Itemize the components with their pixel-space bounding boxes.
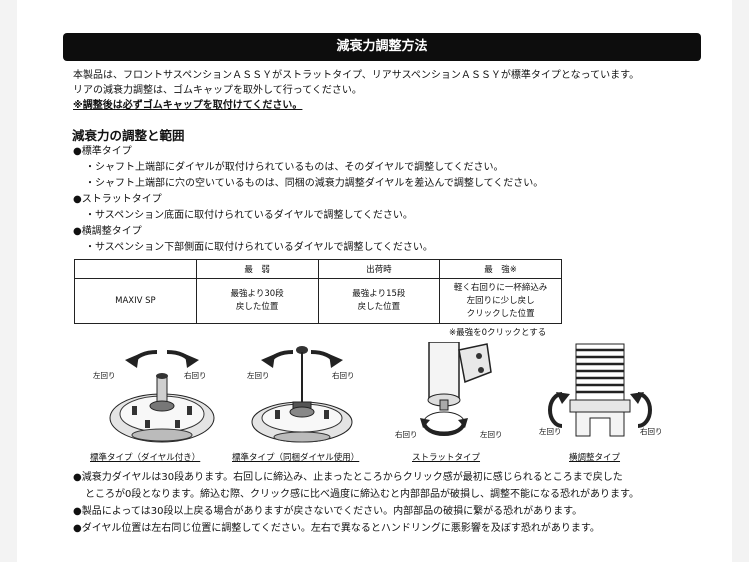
caution-note: ●減衰力ダイヤルは30段あります。右回しに締込み、止まったところからクリック感が… <box>73 472 623 483</box>
caution-note: ●製品によっては30段以上戻る場合がありますが戻さないでください。内部部品の破損… <box>73 506 583 517</box>
standard-dial-figure <box>109 350 215 443</box>
cell-line: 戻した位置 <box>235 302 279 312</box>
figure-caption: 横調整タイプ <box>569 453 621 463</box>
type-description: ・サスペンション底面に取付けられているダイヤルで調整してください。 <box>85 210 413 221</box>
type-heading-strut: ●ストラットタイプ <box>73 194 162 205</box>
left-turn-label: 左回り <box>539 427 562 436</box>
lateral-figure <box>548 343 652 437</box>
cell-line: 最強より30段 <box>230 289 284 299</box>
right-turn-label: 右回り <box>640 427 663 436</box>
figure-caption: ストラットタイプ <box>412 453 481 463</box>
strut-figure <box>420 342 492 436</box>
caution-notes: ●減衰力ダイヤルは30段あります。右回しに締込み、止まったところからクリック感が… <box>73 469 639 537</box>
page-title: 減衰力調整方法 <box>63 33 701 61</box>
intro-line: リアの減衰力調整は、ゴムキャップを取外して行ってください。 <box>73 85 362 96</box>
table-note: ※最強を0クリックとする <box>449 328 547 338</box>
type-heading-standard: ●標準タイプ <box>73 146 132 157</box>
cell-line: クリックした位置 <box>466 308 535 319</box>
intro-text: 本製品は、フロントサスペンションＡＳＳＹがストラットタイプ、リアサスペンションＡ… <box>73 68 639 113</box>
table-cell-weakest: 最強より30段 戻した位置 <box>195 278 319 324</box>
cell-line: 軽く右回りに一杯締込み <box>453 282 548 293</box>
left-turn-label: 左回り <box>93 371 116 380</box>
right-turn-label: 右回り <box>184 371 207 380</box>
cell-line: 戻した位置 <box>357 302 401 312</box>
type-heading-lateral: ●横調整タイプ <box>73 226 142 237</box>
figure-caption: 標準タイプ（ダイヤル付き） <box>90 453 201 463</box>
table-cell-strongest: 軽く右回りに一杯締込み 左回りに少し戻し クリックした位置 <box>439 278 562 324</box>
table-header: 最 強※ <box>439 259 562 279</box>
table-header: 出荷時 <box>317 259 441 279</box>
caution-note: ところが0段となります。締込む際、クリック感に比べ過度に締込むと内部部品が破損し… <box>85 489 640 500</box>
right-turn-label: 右回り <box>395 430 418 439</box>
adjustment-types: ●標準タイプ ・シャフト上端部にダイヤルが取付けられているものは、そのダイヤルで… <box>73 144 543 256</box>
type-description: ・シャフト上端部に穴の空いているものは、同梱の減衰力調整ダイヤルを差込んで調整し… <box>85 178 544 189</box>
left-turn-label: 左回り <box>247 371 270 380</box>
table-header: 最 弱 <box>195 259 319 279</box>
figure-caption: 標準タイプ（同梱ダイヤル使用） <box>232 453 360 463</box>
type-description: ・サスペンション下部側面に取付けられているダイヤルで調整してください。 <box>85 242 433 253</box>
intro-warning: ※調整後は必ずゴムキャップを取付けてください。 <box>73 100 303 111</box>
right-turn-label: 右回り <box>332 371 355 380</box>
table-header-row: 最 弱 出荷時 最 強※ <box>74 259 562 279</box>
standard-bundled-dial-figure <box>251 346 353 443</box>
intro-line: 本製品は、フロントサスペンションＡＳＳＹがストラットタイプ、リアサスペンションＡ… <box>73 70 640 81</box>
caution-note: ●ダイヤル位置は左右同じ位置に調整してください。左右で異なるとハンドリングに悪影… <box>73 523 600 534</box>
table-header <box>74 259 197 279</box>
type-description: ・シャフト上端部にダイヤルが取付けられているものは、そのダイヤルで調整してくださ… <box>85 162 504 173</box>
cell-line: 最強より15段 <box>352 289 406 299</box>
table-cell-shipping: 最強より15段 戻した位置 <box>317 278 441 324</box>
cell-line: 左回りに少し戻し <box>466 295 535 306</box>
table-cell-model: MAXIV SP <box>74 278 197 324</box>
table-row: MAXIV SP 最強より30段 戻した位置 最強より15段 戻した位置 軽く右… <box>74 278 562 324</box>
section-heading: 減衰力の調整と範囲 <box>72 128 185 143</box>
instruction-sheet: 減衰力調整方法 本製品は、フロントサスペンションＡＳＳＹがストラットタイプ、リア… <box>17 0 732 562</box>
damping-table: 最 弱 出荷時 最 強※ MAXIV SP 最強より30段 戻した位置 最強より… <box>74 259 562 324</box>
left-turn-label: 左回り <box>480 430 503 439</box>
